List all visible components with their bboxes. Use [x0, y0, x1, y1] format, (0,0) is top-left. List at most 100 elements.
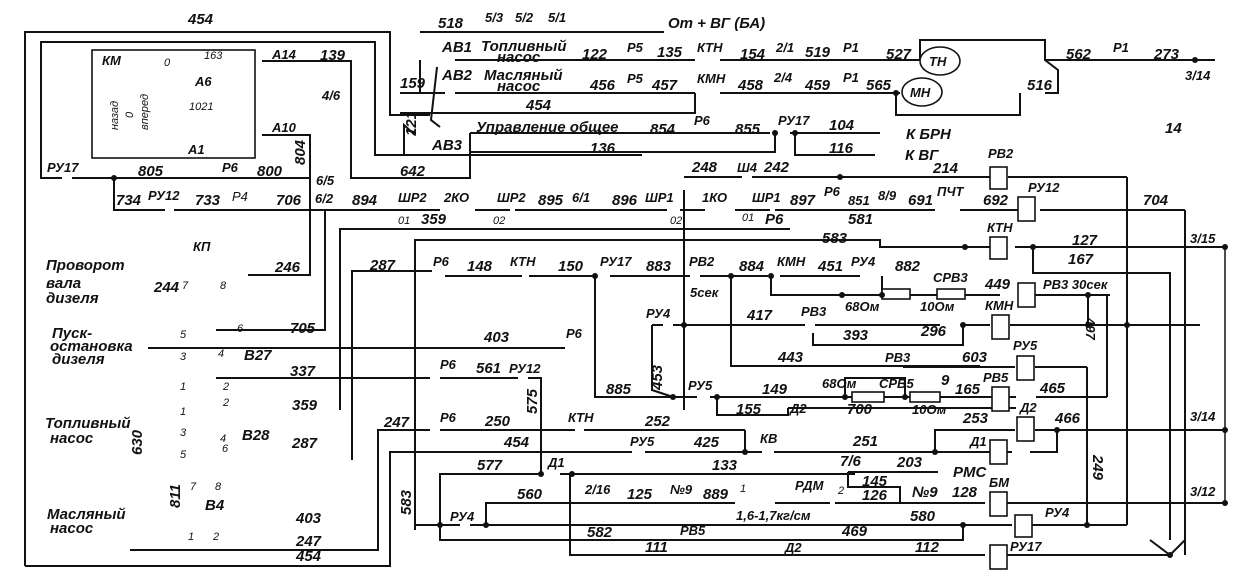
contact-label: РМС: [953, 464, 988, 481]
wire-label: 287: [291, 435, 318, 452]
switch-desc: Проворот: [46, 257, 125, 274]
wire-label: 244: [153, 279, 180, 296]
timer-label: 5сек: [690, 285, 720, 300]
wire-label: 214: [932, 160, 959, 177]
contact-label: Д2: [789, 401, 807, 416]
contact-label: Д2: [784, 540, 802, 555]
contact-label: ШР2: [497, 190, 526, 205]
contact-label: РУ5: [630, 434, 655, 449]
switch-desc: Масляный: [47, 506, 126, 523]
pin-label: 01: [742, 212, 754, 224]
contact-label: А6: [194, 74, 212, 89]
terminal-label: 3/12: [1190, 484, 1216, 499]
relay-label: БМ: [989, 475, 1010, 490]
switch-desc: Пуск-: [52, 325, 92, 342]
connector-label: Р6: [824, 184, 841, 199]
wire-label: 565: [866, 77, 892, 94]
wire-label: 252: [644, 413, 671, 430]
wire-label: 403: [295, 510, 322, 527]
position-forward: вперед: [139, 94, 151, 130]
wire-label: 706: [276, 192, 302, 209]
wire-label: 150: [558, 258, 584, 275]
coil-rv5: [991, 386, 1010, 412]
switch-desc: дизеля: [52, 351, 105, 368]
pin-label: 6: [222, 443, 229, 455]
switch-label: В27: [244, 347, 272, 364]
wire-label: 805: [138, 163, 164, 180]
pin-label: 2: [837, 485, 844, 497]
contact-label: КМН: [777, 254, 806, 269]
wire-label: 704: [1143, 192, 1169, 209]
switch-label: В4: [205, 497, 225, 514]
wire-label: 889: [703, 486, 729, 503]
motor-mn: [901, 77, 943, 107]
contact-label: А1: [187, 142, 205, 157]
wire-label: 148: [467, 258, 493, 275]
output-label: К ВГ: [905, 147, 939, 164]
breaker-desc: Топливный: [481, 38, 567, 55]
breaker-desc: насос: [497, 78, 541, 95]
terminal-label: 3/14: [1190, 409, 1216, 424]
pin-label: 02: [493, 215, 505, 227]
wire-label: 582: [587, 524, 613, 541]
pin-label: 6: [237, 323, 244, 335]
contact-label: СРВ5: [879, 376, 914, 391]
pressure-label: 1,6-1,7кг/см: [736, 508, 811, 523]
connector-label: Р5: [627, 71, 644, 86]
wire-label: 116: [829, 140, 854, 157]
wire-label: 425: [693, 434, 720, 451]
terminal-label: 4/6: [321, 88, 341, 103]
contact-label: ШР2: [398, 190, 427, 205]
contact-label: КТН: [510, 254, 536, 269]
wire-label: 459: [804, 77, 831, 94]
motor-label: МН: [910, 85, 931, 100]
wire-label: 139: [320, 47, 346, 64]
wire-label: 403: [483, 329, 510, 346]
wire-label: 159: [400, 75, 426, 92]
resistor-68-b: [851, 391, 885, 403]
wire-label: 104: [829, 117, 855, 134]
pin-label: 7: [182, 280, 189, 292]
terminal-label: 5/1: [548, 10, 566, 25]
wire-label: 122: [582, 46, 608, 63]
terminal-label: 6/2: [315, 191, 334, 206]
pin-label: 5: [180, 329, 187, 341]
contact-label: РВ2: [689, 254, 715, 269]
controller-name: КМ: [102, 53, 122, 68]
connector-label: Р6: [566, 326, 583, 341]
wire-label: 894: [352, 192, 378, 209]
wire-label: 583: [822, 230, 848, 247]
contact-label: КМН: [697, 71, 726, 86]
connector-label: Р1: [843, 70, 859, 85]
contact-label: КТН: [568, 410, 594, 425]
wire-label: 734: [116, 192, 142, 209]
terminal-label: 3/15: [1190, 231, 1216, 246]
terminal-label: 2/1: [775, 40, 794, 55]
wire-label: 9: [941, 372, 950, 389]
pin-label: 1: [180, 381, 186, 393]
terminal-label: 6/1: [572, 190, 590, 205]
coil-ru5: [1016, 355, 1035, 381]
contact-label: 2КО: [443, 190, 469, 205]
motor-tn: [919, 46, 961, 76]
resistor-label: 10Ом: [912, 402, 947, 417]
wire-label: 466: [1054, 410, 1081, 427]
wire-label: 465: [1039, 380, 1066, 397]
wire-label: 896: [612, 192, 638, 209]
coil-bm: [989, 491, 1008, 517]
wire-label: 121: [403, 111, 420, 136]
relay-label: РВ2: [988, 146, 1014, 161]
connector-label: Р6: [440, 410, 457, 425]
output-label: К БРН: [906, 126, 952, 143]
wire-label: 518: [438, 15, 464, 32]
wire-label: 145: [862, 473, 888, 490]
coil-ru12: [1017, 196, 1036, 222]
wire-label: 449: [984, 276, 1011, 293]
wire-label: 804: [292, 139, 309, 165]
wire-label: 575: [524, 388, 541, 414]
position-back: назад: [109, 101, 121, 130]
contact-label: ШР1: [752, 190, 781, 205]
coil-d1: [989, 439, 1008, 465]
wire-label: 577: [477, 457, 503, 474]
